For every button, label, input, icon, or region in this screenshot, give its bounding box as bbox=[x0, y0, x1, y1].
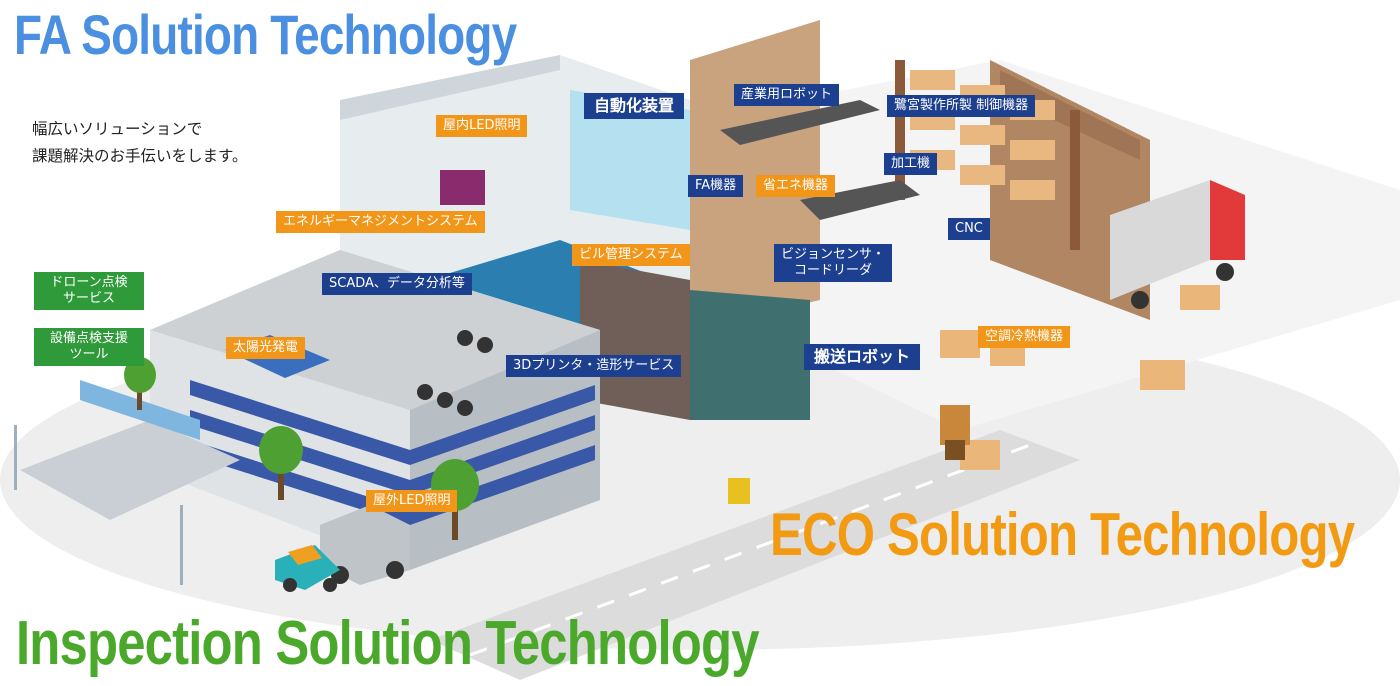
label-vision-sensor-line-2: コードリーダ bbox=[794, 263, 873, 278]
label-solar-power[interactable]: 太陽光発電 bbox=[226, 337, 306, 359]
intro-line-2: 課題解決のお手伝いをします。 bbox=[32, 147, 248, 165]
label-3d-printer[interactable]: 3Dプリンタ・造形サービス bbox=[506, 355, 682, 377]
inspection-solution-heading: Inspection Solution Technology bbox=[16, 609, 760, 678]
label-indoor-led[interactable]: 屋内LED照明 bbox=[436, 115, 528, 137]
label-industrial-robot[interactable]: 産業用ロボット bbox=[734, 84, 840, 106]
intro-text: 幅広いソリューションで 課題解決のお手伝いをします。 bbox=[32, 116, 247, 170]
label-processing-machine[interactable]: 加工機 bbox=[884, 153, 938, 175]
label-fa-equipment[interactable]: FA機器 bbox=[688, 175, 744, 197]
fa-solution-heading: FA Solution Technology bbox=[14, 3, 517, 66]
label-transport-robot[interactable]: 搬送ロボット bbox=[804, 344, 921, 370]
label-automation[interactable]: 自動化装置 bbox=[584, 93, 685, 119]
label-scada[interactable]: SCADA、データ分析等 bbox=[322, 273, 472, 295]
label-drone-inspection-line-1: ドローン点検 bbox=[50, 275, 128, 290]
label-air-conditioning[interactable]: 空調冷熱機器 bbox=[978, 326, 1071, 348]
label-energy-saving[interactable]: 省エネ機器 bbox=[756, 175, 836, 197]
label-sagimiya-controls[interactable]: 鷺宮製作所製 制御機器 bbox=[887, 95, 1036, 117]
label-outdoor-led[interactable]: 屋外LED照明 bbox=[366, 490, 458, 512]
label-vision-sensor[interactable]: ビジョンセンサ・ コードリーダ bbox=[774, 244, 893, 282]
label-cnc[interactable]: CNC bbox=[948, 218, 990, 240]
label-vision-sensor-line-1: ビジョンセンサ・ bbox=[781, 247, 886, 262]
label-equipment-inspection[interactable]: 設備点検支援 ツール bbox=[34, 328, 144, 366]
label-drone-inspection[interactable]: ドローン点検 サービス bbox=[34, 272, 144, 310]
eco-solution-heading: ECO Solution Technology bbox=[770, 501, 1355, 568]
intro-line-1: 幅広いソリューションで bbox=[32, 120, 203, 138]
label-equipment-inspection-line-2: ツール bbox=[69, 347, 109, 362]
label-energy-management[interactable]: エネルギーマネジメントシステム bbox=[276, 211, 485, 233]
label-equipment-inspection-line-1: 設備点検支援 bbox=[49, 331, 128, 346]
label-building-management[interactable]: ビル管理システム bbox=[572, 244, 690, 266]
label-drone-inspection-line-2: サービス bbox=[62, 291, 115, 306]
